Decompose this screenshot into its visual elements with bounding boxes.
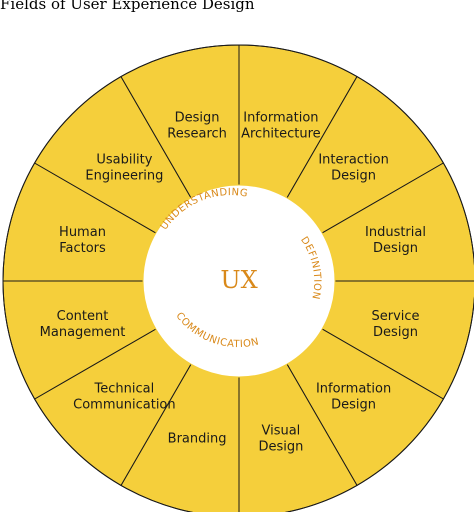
field-label-line: Information: [316, 382, 391, 397]
field-label-line: Branding: [168, 432, 227, 447]
field-label-line: Information: [243, 111, 318, 126]
field-label-line: Design: [331, 168, 376, 183]
field-label-line: Service: [371, 309, 419, 324]
field-label-line: Design: [258, 440, 303, 455]
center-hub: [142, 184, 336, 378]
field-label-line: Content: [57, 309, 109, 324]
center-ux-label: UX: [220, 266, 257, 294]
field-label-line: Technical: [94, 382, 155, 397]
field-label-line: Factors: [59, 241, 106, 256]
field-label-line: Research: [167, 127, 227, 142]
field-label-line: Engineering: [85, 168, 163, 183]
diagram-title: Fields of User Experience Design: [0, 0, 255, 13]
outer-rim: [2, 44, 474, 512]
field-label-line: Industrial: [365, 225, 426, 240]
field-label-line: Design: [331, 398, 376, 413]
field-label-line: Visual: [261, 424, 300, 439]
field-label-7: Branding: [168, 432, 227, 447]
field-label-line: Usability: [96, 152, 152, 167]
field-label-line: Interaction: [318, 152, 389, 167]
field-label-line: Architecture: [241, 127, 321, 142]
field-label-line: Design: [175, 111, 220, 126]
field-label-line: Design: [373, 325, 418, 340]
field-label-line: Human: [59, 225, 106, 240]
field-label-line: Design: [373, 241, 418, 256]
field-label-line: Communication: [73, 398, 175, 413]
field-label-line: Management: [40, 325, 126, 340]
